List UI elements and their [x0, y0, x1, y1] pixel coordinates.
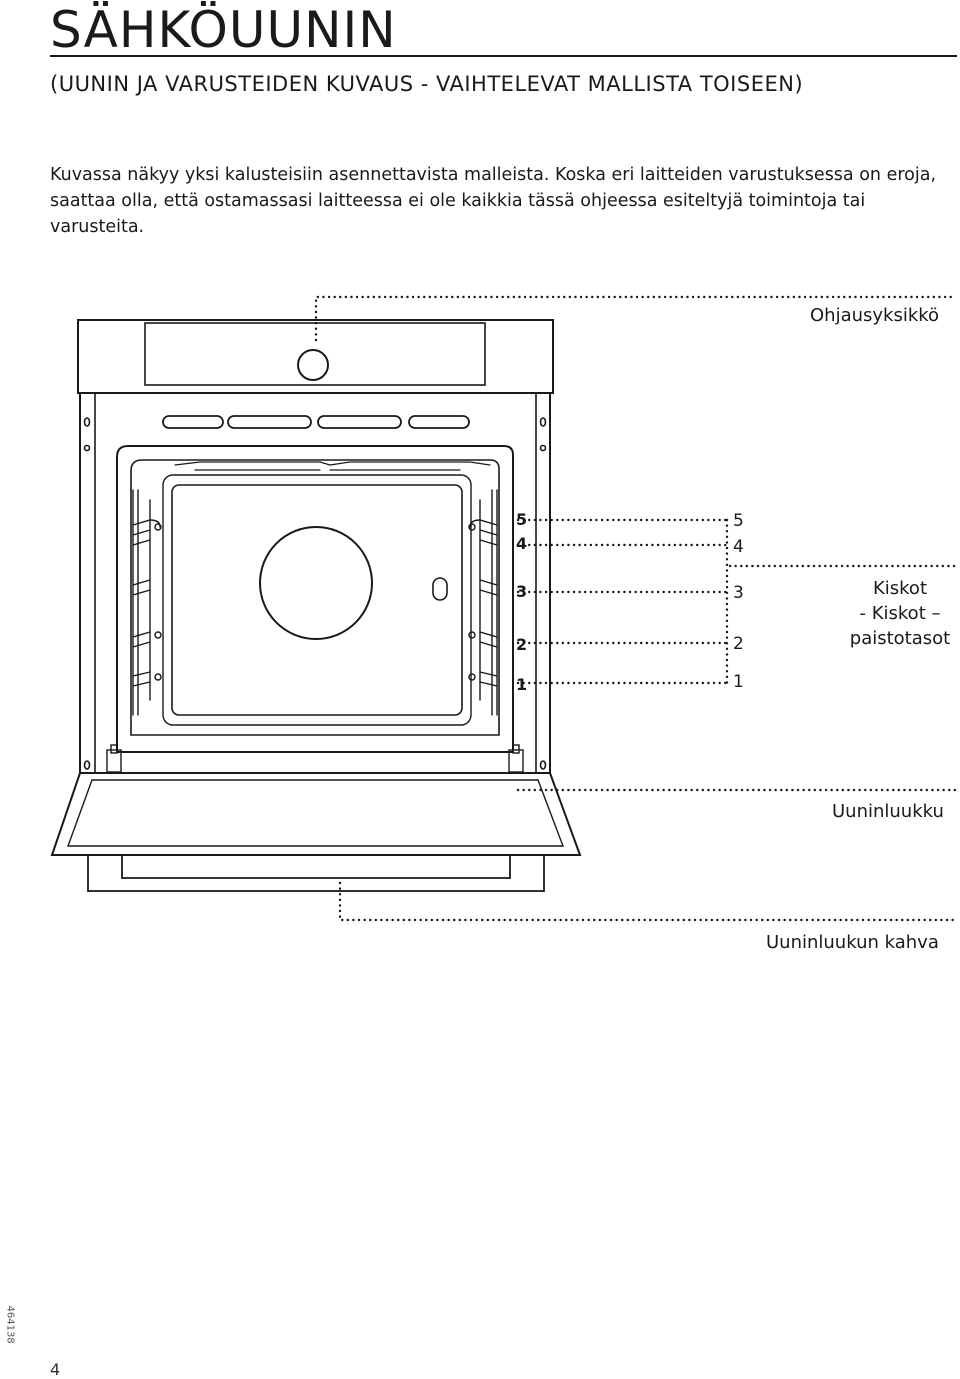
rail-label-1: 1 [733, 672, 744, 692]
page-number: 4 [50, 1360, 61, 1379]
right-rails [468, 489, 498, 716]
rack-level-markings: 5 4 3 2 1 [516, 510, 527, 694]
oven-cavity [116, 445, 514, 753]
control-unit-label: Ohjausyksikkö [810, 305, 940, 326]
racks-label-line3: paistotasot [849, 628, 951, 649]
door-handle [87, 854, 545, 892]
document-code: 464138 [4, 1305, 16, 1344]
cabinet-frame [79, 392, 551, 773]
oven-door [50, 772, 582, 856]
control-panel [77, 319, 554, 394]
leader-lines [314, 295, 957, 922]
rail-label-3: 3 [733, 583, 744, 603]
racks-label-line2: - Kiskot – [859, 603, 941, 624]
intro-paragraph: Kuvassa näkyy yksi kalusteisiin asennett… [50, 165, 937, 237]
door-hinges [106, 744, 524, 773]
title-divider [50, 55, 957, 57]
page-subtitle: (UUNIN JA VARUSTEIDEN KUVAUS - VAIHTELEV… [50, 72, 804, 96]
page-title: SÄHKÖUUNIN [50, 1, 397, 59]
oven-door-label: Uuninluukku [832, 801, 944, 822]
rack-marking-5: 5 [516, 510, 527, 529]
door-handle-label: Uuninluukun kahva [766, 932, 939, 953]
rail-label-4: 4 [733, 537, 744, 557]
rack-marking-3: 3 [516, 582, 527, 601]
rack-marking-1: 1 [516, 675, 527, 694]
left-rails [132, 489, 162, 716]
rack-marking-2: 2 [516, 635, 527, 654]
rack-marking-4: 4 [516, 534, 527, 553]
vent-slots [162, 415, 470, 429]
rail-label-5: 5 [733, 511, 744, 531]
racks-label-line1: Kiskot [872, 578, 928, 599]
rail-label-2: 2 [733, 634, 744, 654]
